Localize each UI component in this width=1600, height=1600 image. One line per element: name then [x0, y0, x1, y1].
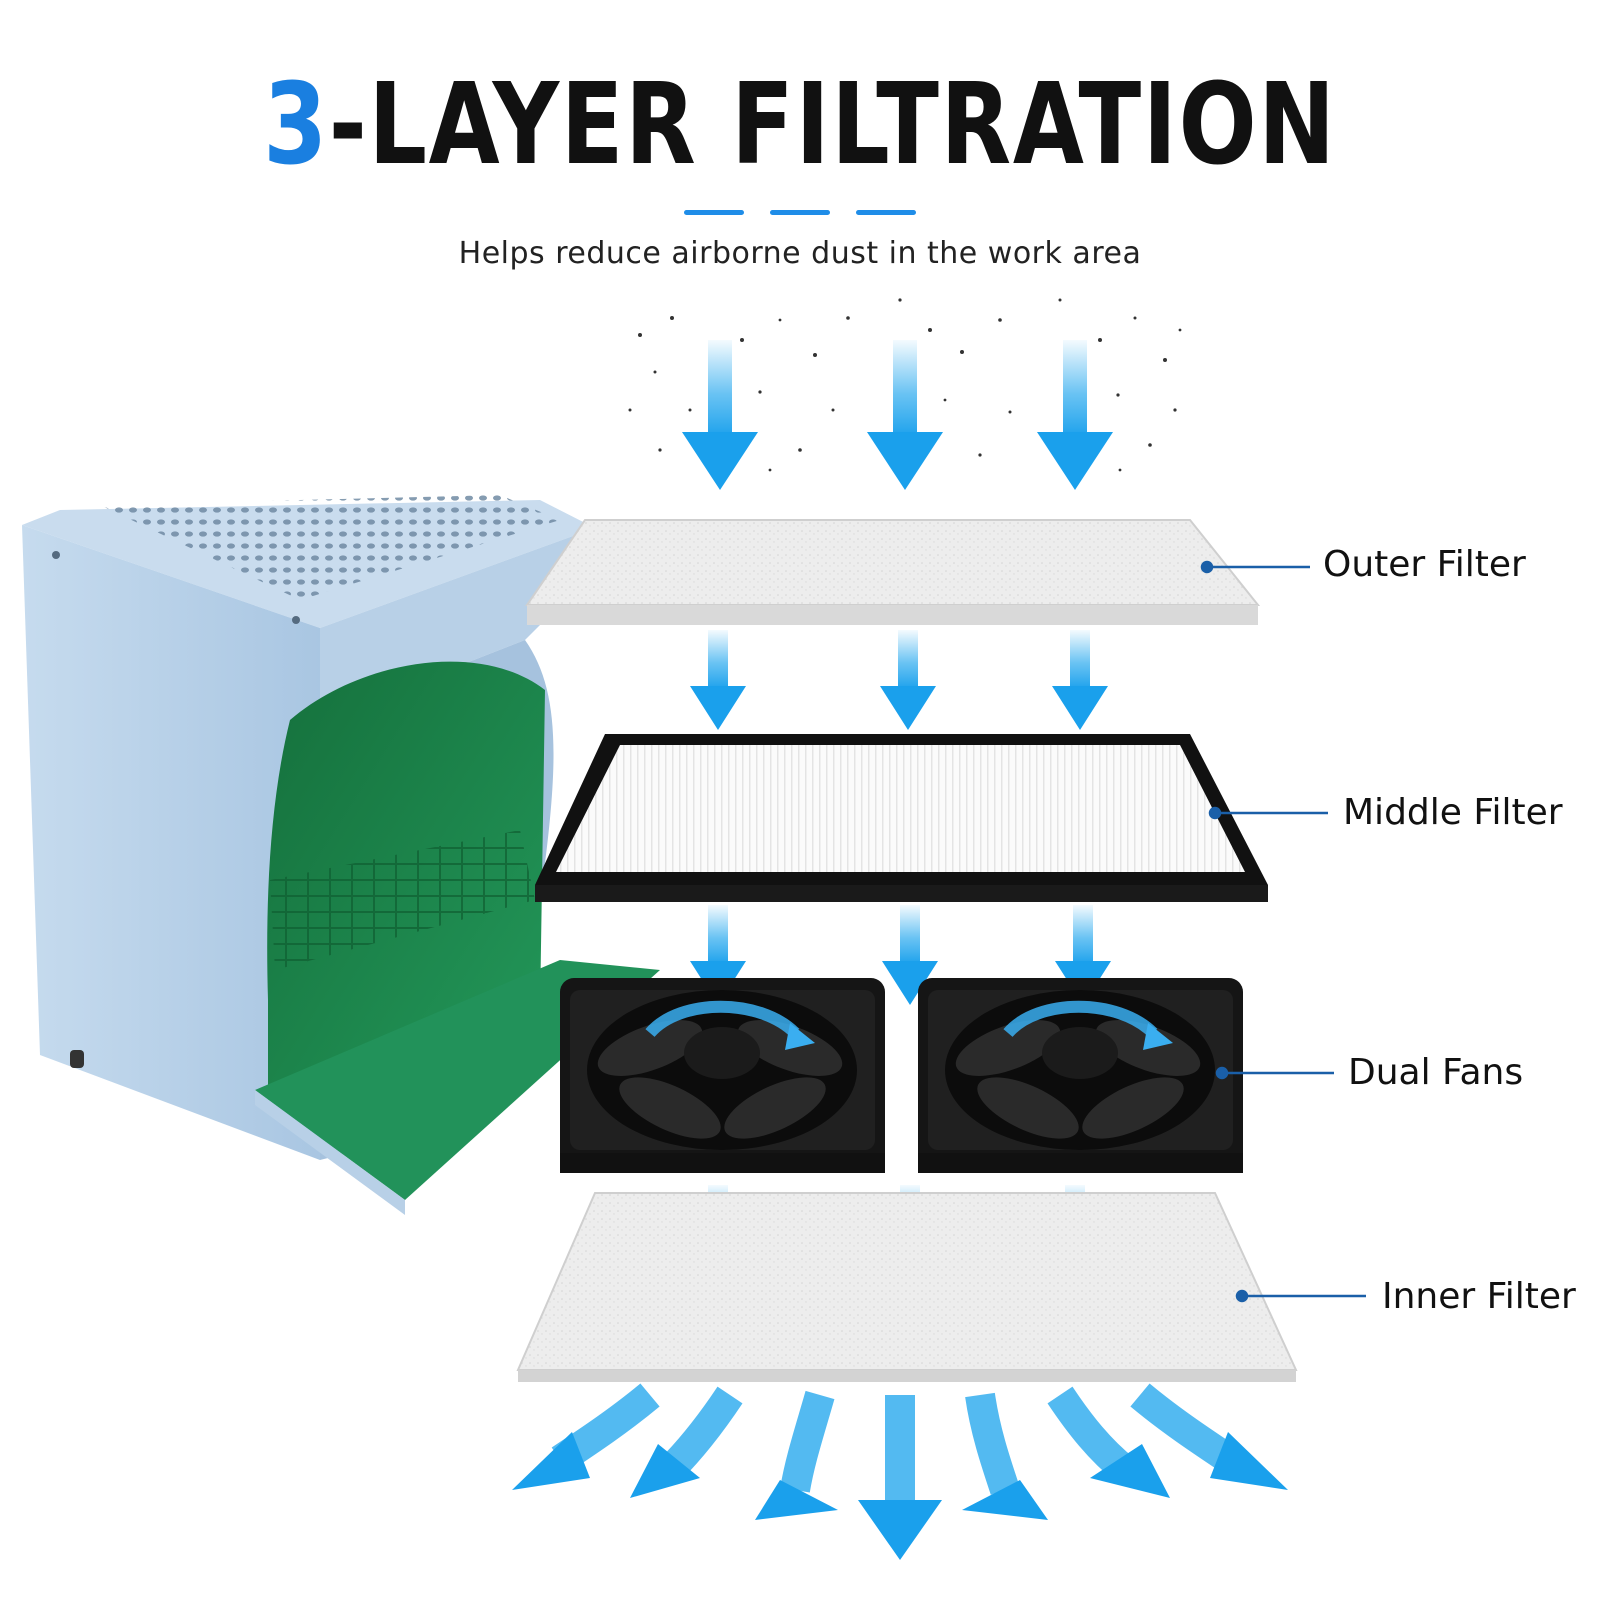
outer-filter	[525, 519, 1261, 625]
dust-particles	[628, 298, 1182, 472]
inner-filter	[516, 1192, 1298, 1382]
page-subtitle: Helps reduce airborne dust in the work a…	[458, 236, 1142, 271]
label-inner-filter: Inner Filter	[1382, 1276, 1576, 1317]
title-text: -LAYER FILTRATION	[328, 60, 1337, 190]
callout-lines	[1200, 560, 1366, 1303]
airflow-arrow-upper	[690, 630, 1108, 730]
middle-filter	[535, 734, 1268, 902]
fan-icon	[918, 978, 1243, 1173]
page-title: 3-LAYER FILTRATION	[144, 60, 1456, 190]
label-outer-filter: Outer Filter	[1323, 544, 1526, 585]
divider-dash	[856, 210, 916, 215]
airflow-arrow-top	[682, 340, 1113, 490]
divider-dash	[770, 210, 830, 215]
title-number: 3	[263, 60, 329, 190]
fume-extractor-housing	[22, 495, 660, 1215]
label-middle-filter: Middle Filter	[1343, 792, 1563, 833]
label-dual-fans: Dual Fans	[1348, 1052, 1524, 1093]
divider-dash	[684, 210, 744, 215]
title-divider	[0, 210, 1600, 215]
exhaust-arrowheads	[512, 1432, 1288, 1560]
fan-icon	[560, 978, 885, 1173]
